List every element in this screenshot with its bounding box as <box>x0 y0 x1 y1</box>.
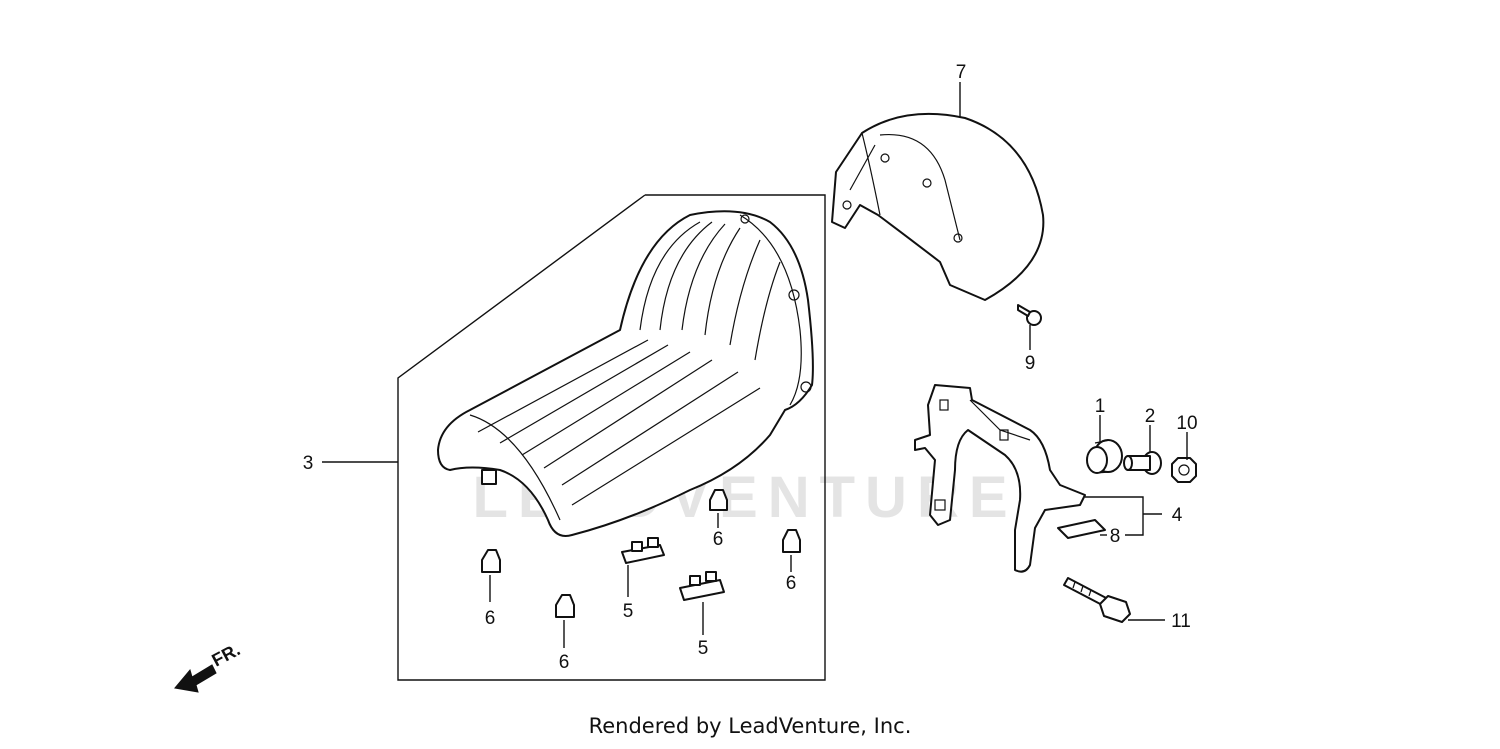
grommet-part <box>1086 439 1123 474</box>
collar-part <box>1123 451 1162 475</box>
callout-6: 6 <box>559 652 570 673</box>
credit-line: Rendered by LeadVenture, Inc. <box>588 714 912 738</box>
bolt-part <box>1063 577 1131 623</box>
front-direction-arrow: FR. <box>174 639 243 693</box>
plate-nut-part <box>621 537 725 601</box>
seat-bracket-part <box>914 384 1086 573</box>
callout-5: 5 <box>698 638 709 659</box>
callout-11: 11 <box>1171 611 1191 632</box>
rear-cowl-part <box>831 112 1045 301</box>
callout-9: 9 <box>1025 353 1036 374</box>
clip-nut-part <box>481 489 801 618</box>
callout-8: 8 <box>1110 526 1121 547</box>
callout-6: 6 <box>786 573 797 594</box>
callout-1: 1 <box>1095 396 1106 417</box>
callout-6: 6 <box>713 529 724 550</box>
front-direction-label: FR. <box>208 639 243 670</box>
seat-part <box>437 210 814 537</box>
strip-part <box>1057 519 1106 539</box>
screw-part <box>1017 304 1042 326</box>
callout-6: 6 <box>485 608 496 629</box>
seat-assembly-box <box>397 194 826 681</box>
leader-lines <box>322 82 1188 648</box>
callout-2: 2 <box>1145 406 1156 427</box>
callout-4: 4 <box>1172 505 1183 526</box>
nut-part <box>1171 457 1197 483</box>
callouts: 3 7 9 1 2 10 4 8 11 6 6 6 6 5 5 <box>303 62 1198 673</box>
callout-7: 7 <box>956 62 967 83</box>
callout-10: 10 <box>1176 413 1197 434</box>
callout-3: 3 <box>303 453 314 474</box>
callout-5: 5 <box>623 601 634 622</box>
